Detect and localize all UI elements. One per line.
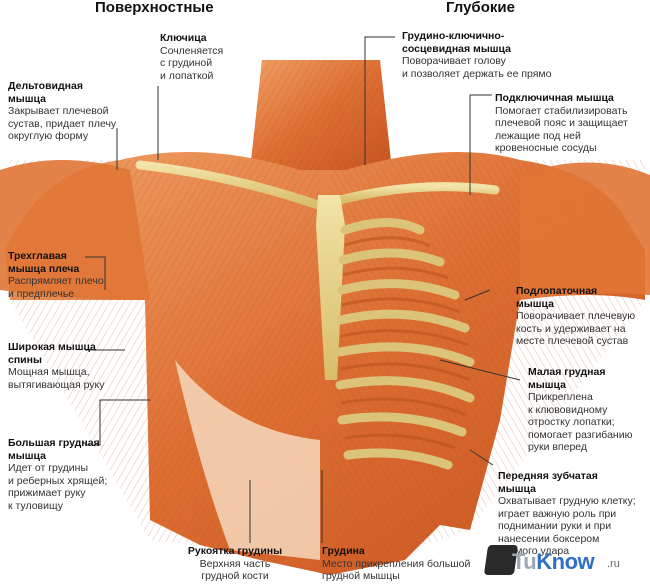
label-title: Грудино-ключично- сосцевидная мышца	[402, 30, 511, 55]
label-title: Ключица	[160, 32, 207, 44]
label-title: Рукоятка грудины	[187, 545, 283, 557]
left-arm	[0, 160, 150, 300]
tuknow-logo: TuKnow .ru	[483, 543, 636, 579]
ribs	[335, 218, 475, 470]
label-title: Трехглавая мышца плеча	[8, 250, 80, 275]
label-title: Передняя зубчатая мышца	[498, 470, 598, 495]
label-desc: Место прикрепления большой грудной мышцы	[322, 557, 471, 583]
heading-deep: Глубокие	[446, 0, 515, 16]
label-pec-minor: Малая грудная мышца Прикреплена к клювов…	[528, 366, 632, 454]
label-subclavius: Подключичная мышца Помогает стабилизиров…	[495, 92, 628, 155]
label-desc: Закрывает плечевой сустав, придает плечу…	[8, 105, 117, 142]
heading-superficial: Поверхностные	[95, 0, 214, 16]
label-desc: Распрямляет плечо и предплечье	[8, 275, 104, 300]
label-latissimus: Широкая мышца спины Мощная мышца, вытяги…	[8, 341, 105, 391]
logo-brand-b: Know	[536, 549, 595, 574]
logo-brand-a: Tu	[512, 549, 537, 574]
label-title: Малая грудная мышца	[528, 366, 606, 391]
label-pec-major: Большая грудная мышца Идет от грудины и …	[8, 437, 107, 512]
logo-wordmark: TuKnow	[512, 549, 595, 575]
label-desc: Поворачивает плечевую кость и удерживает…	[516, 310, 636, 347]
label-desc: Верхняя часть грудной кости	[199, 557, 271, 583]
label-clavicle: Ключица Сочленяется с грудиной и лопатко…	[160, 32, 223, 82]
label-deltoid: Дельтовидная мышца Закрывает плечевой су…	[8, 80, 116, 143]
label-title: Грудина	[322, 545, 365, 557]
logo-tld: .ru	[607, 558, 620, 570]
right-arm	[520, 162, 650, 300]
label-sternum: Грудина Место прикрепления большой грудн…	[322, 545, 470, 583]
label-serratus: Передняя зубчатая мышца Охватывает грудн…	[498, 470, 636, 558]
label-title: Подлопаточная мышца	[516, 285, 598, 310]
clavicle-right	[335, 182, 500, 205]
label-desc: Поворачивает голову и позволяет держать …	[402, 55, 552, 80]
label-title: Дельтовидная мышца	[8, 80, 83, 105]
label-title: Подключичная мышца	[495, 92, 614, 104]
label-desc: Сочленяется с грудиной и лопаткой	[160, 44, 224, 82]
label-manubrium: Рукоятка грудины Верхняя часть грудной к…	[180, 545, 290, 583]
clavicle-left	[135, 160, 323, 210]
label-title: Большая грудная мышца	[8, 437, 100, 462]
label-triceps: Трехглавая мышца плеча Распрямляет плечо…	[8, 250, 104, 300]
sternum	[316, 195, 345, 380]
label-desc: Идет от грудины и реберных хрящей; прижи…	[8, 462, 108, 512]
label-desc: Прикреплена к клювовидному отростку лопа…	[528, 391, 633, 453]
label-title: Широкая мышца спины	[8, 341, 96, 366]
label-subscapularis: Подлопаточная мышца Поворачивает плечеву…	[516, 285, 635, 348]
label-desc: Охватывает грудную клетку; играет важную…	[498, 495, 636, 557]
label-desc: Помогает стабилизировать плечевой пояс и…	[495, 104, 628, 155]
label-desc: Мощная мышца, вытягивающая руку	[8, 366, 105, 391]
label-scm: Грудино-ключично- сосцевидная мышца Пово…	[402, 30, 552, 80]
